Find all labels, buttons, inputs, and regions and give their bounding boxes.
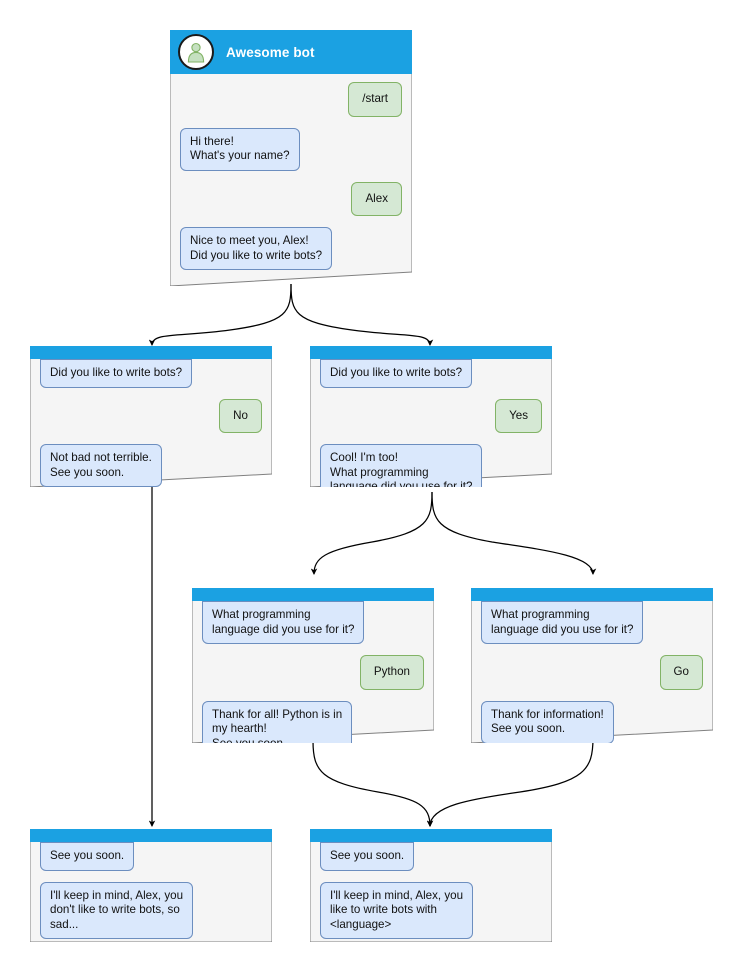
bot-message-bubble: Did you like to write bots? <box>40 359 193 388</box>
node-no-branch[interactable]: Did you like to write bots? No Not bad n… <box>30 346 272 487</box>
user-message-bubble: Go <box>659 655 703 690</box>
message-row: What programming language did you use fo… <box>481 601 703 644</box>
edge-root-to-yes <box>290 283 434 346</box>
message-row: Nice to meet you, Alex! Did you like to … <box>180 227 402 270</box>
message-row: I'll keep in mind, Alex, you like to wri… <box>320 881 542 939</box>
message-row: Alex <box>180 181 402 216</box>
bot-message-bubble: See you soon. <box>320 842 415 871</box>
bot-message-bubble: Nice to meet you, Alex! Did you like to … <box>180 227 333 270</box>
node-end-sad-messages: See you soon. I'll keep in mind, Alex, y… <box>30 842 272 942</box>
user-message-bubble: Alex <box>351 181 402 216</box>
node-root-messages: /start Hi there! What's your name? Alex … <box>170 82 412 281</box>
bot-message-bubble: What programming language did you use fo… <box>202 601 365 644</box>
node-no-branch-messages: Did you like to write bots? No Not bad n… <box>30 359 272 487</box>
message-row: Cool! I'm too! What programming language… <box>320 444 542 487</box>
message-row: See you soon. <box>320 842 542 871</box>
node-yes-branch[interactable]: Did you like to write bots? Yes Cool! I'… <box>310 346 552 487</box>
bot-message-bubble: What programming language did you use fo… <box>481 601 644 644</box>
message-row: Python <box>202 655 424 690</box>
node-end-happy[interactable]: See you soon. I'll keep in mind, Alex, y… <box>310 829 552 942</box>
message-row: Thank for all! Python is in my hearth! S… <box>202 700 424 743</box>
message-row: No <box>40 398 262 433</box>
node-go-branch-header <box>471 588 713 601</box>
node-python-branch-messages: What programming language did you use fo… <box>192 601 434 743</box>
bot-message-bubble: Cool! I'm too! What programming language… <box>320 444 483 487</box>
node-root[interactable]: Awesome bot /start Hi there! What's your… <box>170 30 412 286</box>
bot-message-bubble: Did you like to write bots? <box>320 359 473 388</box>
message-row: Yes <box>320 398 542 433</box>
message-row: Did you like to write bots? <box>320 359 542 388</box>
message-row: Hi there! What's your name? <box>180 127 402 171</box>
bot-message-bubble: See you soon. <box>40 842 135 871</box>
message-row: What programming language did you use fo… <box>202 601 424 644</box>
node-root-header: Awesome bot <box>170 30 412 74</box>
message-row: /start <box>180 82 402 117</box>
user-message-bubble: Yes <box>495 398 542 433</box>
node-end-happy-header <box>310 829 552 842</box>
node-yes-branch-messages: Did you like to write bots? Yes Cool! I'… <box>310 359 552 487</box>
edge-yes-to-go <box>431 491 597 575</box>
bot-message-bubble: Thank for all! Python is in my hearth! S… <box>202 700 353 743</box>
node-no-branch-header <box>30 346 272 359</box>
bot-message-bubble: I'll keep in mind, Alex, you don't like … <box>40 881 194 939</box>
node-python-branch[interactable]: What programming language did you use fo… <box>192 588 434 743</box>
message-row: I'll keep in mind, Alex, you don't like … <box>40 881 262 939</box>
node-end-sad[interactable]: See you soon. I'll keep in mind, Alex, y… <box>30 829 272 942</box>
user-message-bubble: No <box>219 398 262 433</box>
message-row: Did you like to write bots? <box>40 359 262 388</box>
message-row: Thank for information! See you soon. <box>481 700 703 743</box>
bot-message-bubble: Thank for information! See you soon. <box>481 700 614 743</box>
edge-go-to-end-happy <box>426 737 594 827</box>
user-message-bubble: Python <box>359 655 424 690</box>
message-row: Not bad not terrible. See you soon. <box>40 444 262 487</box>
edge-python-to-end-happy <box>312 740 434 827</box>
user-avatar-icon <box>178 34 214 70</box>
message-row: See you soon. <box>40 842 262 871</box>
node-python-branch-header <box>192 588 434 601</box>
node-go-branch-messages: What programming language did you use fo… <box>471 601 713 743</box>
edge-yes-to-python <box>310 491 433 575</box>
bot-message-bubble: Hi there! What's your name? <box>180 127 300 171</box>
edge-root-to-no <box>148 283 292 346</box>
user-message-bubble: /start <box>348 82 402 117</box>
message-row: Go <box>481 655 703 690</box>
node-go-branch[interactable]: What programming language did you use fo… <box>471 588 713 743</box>
bot-message-bubble: I'll keep in mind, Alex, you like to wri… <box>320 881 474 939</box>
node-end-sad-header <box>30 829 272 842</box>
node-end-happy-messages: See you soon. I'll keep in mind, Alex, y… <box>310 842 552 942</box>
node-yes-branch-header <box>310 346 552 359</box>
bot-message-bubble: Not bad not terrible. See you soon. <box>40 444 162 487</box>
node-root-title: Awesome bot <box>226 44 315 60</box>
